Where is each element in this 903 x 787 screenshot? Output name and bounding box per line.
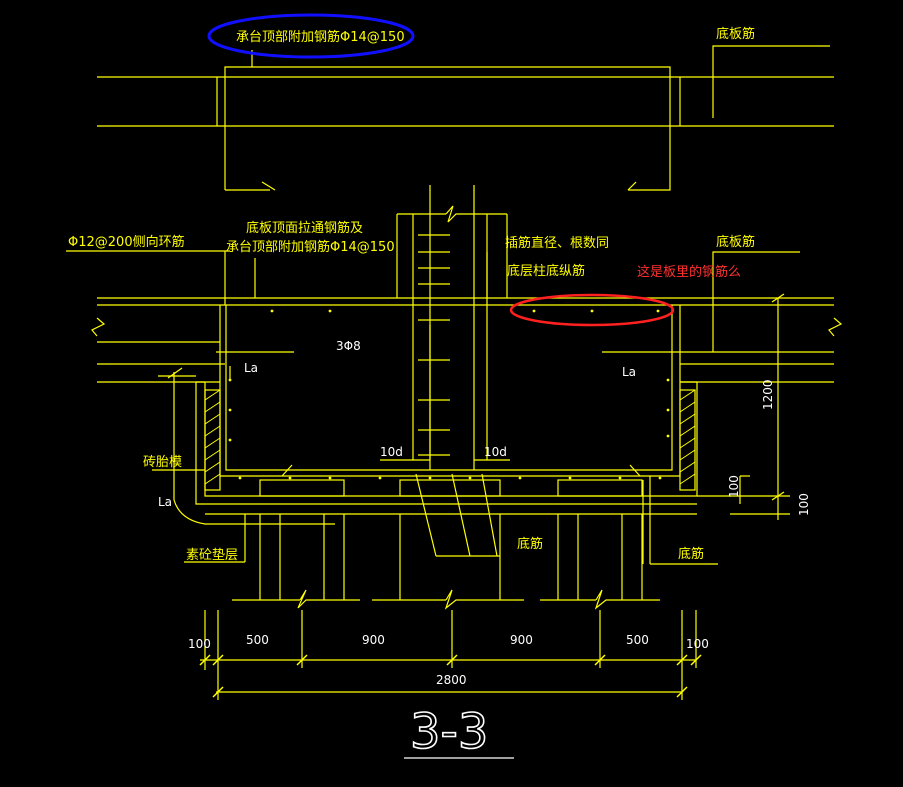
- dowel-note: 插筋直径、根数同: [505, 235, 609, 251]
- dim-100-right: 100: [686, 637, 709, 651]
- horizontal-dimensions: [199, 610, 702, 700]
- blue-annotation-ellipse: [207, 13, 415, 59]
- red-annotation-ellipse: [509, 293, 675, 327]
- dim-height-100a: 100: [727, 475, 741, 498]
- dim-height-100b: 100: [797, 493, 811, 516]
- section-title: 3-3: [410, 704, 488, 760]
- bottom-slab-rebar-label-mid: 底板筋: [716, 234, 755, 250]
- dim-height-1200: 1200: [761, 379, 775, 410]
- concrete-cushion-label: 素砼垫层: [186, 547, 238, 563]
- dim-100-left: 100: [188, 637, 211, 651]
- slab-top-tie-label-1: 底板顶面拉通钢筋及: [246, 220, 363, 236]
- la-right-label: La: [622, 365, 636, 379]
- bottom-slab-rebar-label-top: 底板筋: [716, 26, 755, 42]
- dim-500-left: 500: [246, 633, 269, 647]
- top-rebar-label: 承台顶部附加钢筋Φ14@150: [236, 29, 405, 45]
- column: [380, 185, 510, 470]
- bottom-rebar-label-2: 底筋: [678, 546, 704, 562]
- la-lower-label: La: [158, 495, 172, 509]
- leaders: [152, 351, 641, 563]
- la-left-label: La: [244, 361, 258, 375]
- stirrup-count-label: 3Φ8: [336, 339, 361, 353]
- brick-mould-label: 砖胎模: [143, 455, 182, 470]
- vertical-dimensions: [697, 293, 790, 520]
- top-detail: [97, 45, 834, 191]
- slab-top-tie-label-2: 承台顶部附加钢筋Φ14@150: [226, 239, 395, 255]
- slab: [66, 250, 843, 383]
- pile-cap: [195, 305, 718, 610]
- side-ring-rebar-label: Φ12@200侧向环筋: [68, 234, 185, 250]
- rebar-dots: [228, 309, 670, 480]
- dim-total: 2800: [436, 673, 467, 687]
- ten-d-right-label: 10d: [484, 445, 507, 459]
- ten-d-left-label: 10d: [380, 445, 403, 459]
- dim-500-right: 500: [626, 633, 649, 647]
- bottom-rebar-label-1: 底筋: [517, 536, 543, 552]
- question-note: 这是板里的钢筋么: [637, 264, 741, 280]
- dim-900-right: 900: [510, 633, 533, 647]
- column-bottom-rebar-label: 底层柱底纵筋: [507, 263, 585, 279]
- dim-900-left: 900: [362, 633, 385, 647]
